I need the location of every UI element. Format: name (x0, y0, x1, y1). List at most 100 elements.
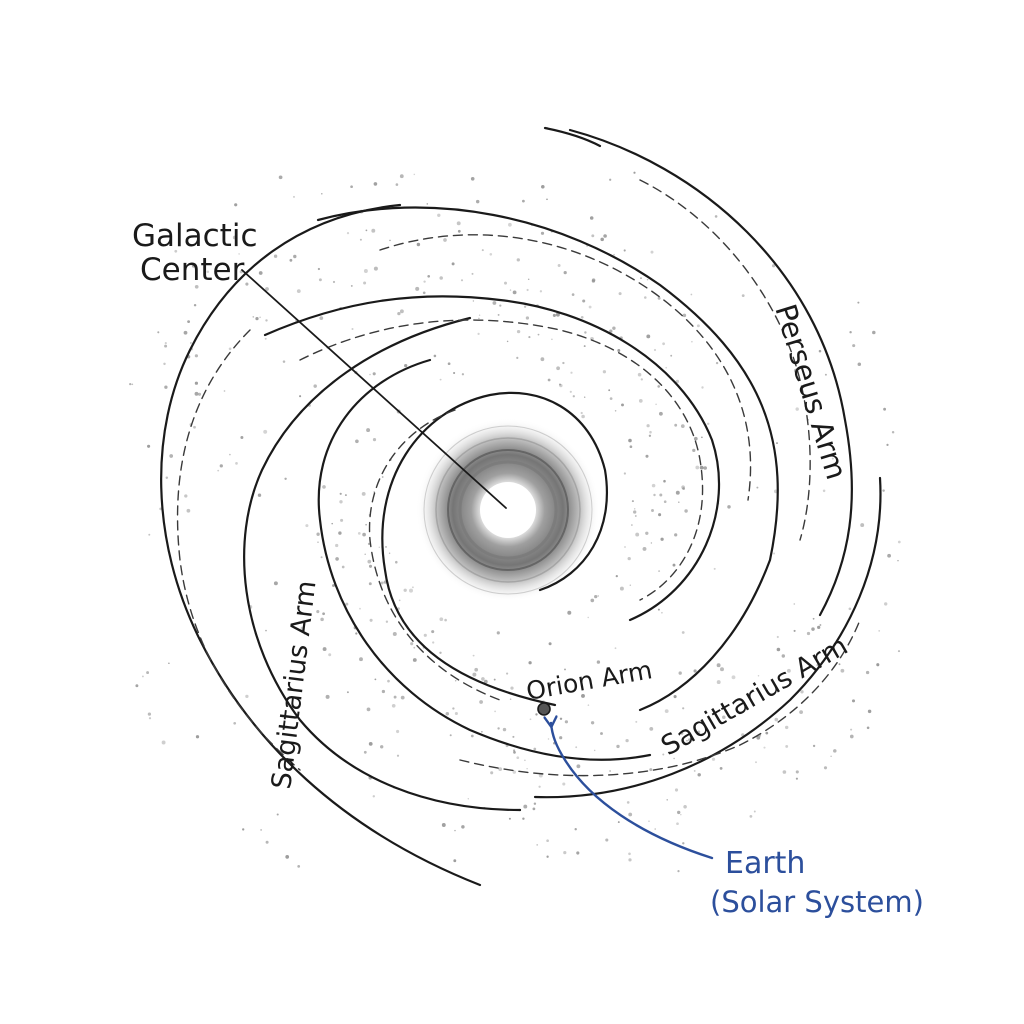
dust-speck (720, 667, 724, 672)
dust-speck (344, 494, 347, 497)
dust-speck (265, 840, 269, 844)
dust-speck (506, 340, 509, 343)
dust-speck (692, 448, 696, 453)
dust-speck (872, 330, 876, 335)
dust-speck (867, 709, 872, 714)
dust-speck (228, 347, 232, 351)
dust-speck (755, 761, 757, 764)
dust-speck (447, 362, 451, 366)
dust-speck (617, 349, 621, 352)
dust-speck (693, 669, 697, 673)
dust-speck (681, 485, 685, 490)
dust-speck (369, 618, 373, 622)
dust-speck (536, 844, 539, 846)
dust-speck (496, 631, 500, 635)
dust-speck (605, 838, 609, 842)
dust-speck (322, 485, 326, 489)
dust-speck (235, 462, 238, 465)
dust-speck (614, 410, 617, 412)
dust-speck (785, 744, 789, 748)
dust-speck (331, 522, 333, 525)
dashed-arm-left (176, 329, 301, 771)
dust-speck (683, 805, 687, 809)
dust-speck (541, 185, 545, 189)
dust-speck (850, 728, 853, 731)
dust-speck (526, 288, 529, 292)
dust-speck (818, 349, 822, 353)
dust-speck (489, 253, 493, 256)
dust-speck (731, 675, 736, 680)
dust-speck (603, 234, 607, 238)
dust-speck (591, 234, 595, 238)
dust-speck (633, 508, 636, 510)
dust-speck (276, 813, 279, 816)
dust-speck (161, 740, 166, 745)
dust-speck (658, 411, 663, 416)
dust-speck (273, 581, 278, 586)
dust-speck (539, 290, 543, 293)
dust-speck (533, 747, 537, 751)
dust-speck (644, 296, 647, 299)
dust-speck (257, 493, 262, 497)
dust-speck (423, 633, 427, 637)
dust-speck (664, 709, 669, 714)
dust-speck (646, 334, 651, 339)
sagittarius-arm-label-left: Sagittarius Arm (266, 579, 322, 791)
dust-speck (362, 532, 366, 537)
dust-speck (672, 563, 676, 567)
dust-speck (285, 855, 290, 859)
dust-speck (366, 707, 371, 712)
dust-speck (350, 185, 353, 189)
dust-speck (368, 582, 372, 586)
dust-speck (625, 738, 629, 743)
dust-speck (559, 717, 563, 721)
dust-speck (662, 753, 665, 756)
dust-speck (441, 823, 446, 827)
dust-speck (680, 424, 685, 428)
dust-speck (812, 617, 815, 620)
dust-speck (849, 734, 854, 739)
dust-speck (397, 311, 401, 316)
dust-speck (361, 491, 366, 496)
dust-speck (793, 629, 796, 632)
dust-speck (670, 354, 673, 357)
dust-speck (637, 372, 642, 377)
dust-speck (658, 513, 662, 517)
dust-speck (799, 710, 803, 714)
dust-speck (546, 839, 549, 843)
dust-speck (614, 647, 617, 650)
dust-speck (278, 175, 283, 180)
arm-sagittarius-left (243, 316, 522, 812)
dust-speck (499, 304, 502, 307)
dust-speck (340, 518, 344, 522)
dust-speck (359, 657, 363, 662)
dust-speck (322, 612, 325, 616)
dust-speck (654, 828, 656, 830)
dust-speck (677, 810, 681, 815)
dust-speck (776, 647, 781, 652)
dust-speck (741, 294, 745, 297)
earth-arrow (551, 723, 714, 860)
dust-speck (684, 509, 688, 513)
dust-speck (649, 726, 654, 731)
dust-speck (713, 567, 716, 570)
dust-speck (483, 679, 488, 684)
dust-speck (688, 738, 691, 742)
dust-speck (653, 348, 657, 352)
dust-speck (582, 299, 586, 303)
dust-speck (437, 213, 441, 217)
arm-top-fragment (543, 126, 602, 148)
dust-speck (454, 711, 458, 716)
dust-speck (512, 735, 515, 738)
dust-speck (321, 192, 323, 195)
dust-speck (431, 630, 435, 634)
dust-speck (313, 384, 317, 388)
dust-speck (591, 278, 596, 282)
dust-speck (786, 668, 791, 673)
dust-speck (618, 292, 622, 296)
dust-speck (346, 231, 350, 235)
dust-speck (229, 453, 231, 456)
dust-speck (661, 611, 663, 614)
